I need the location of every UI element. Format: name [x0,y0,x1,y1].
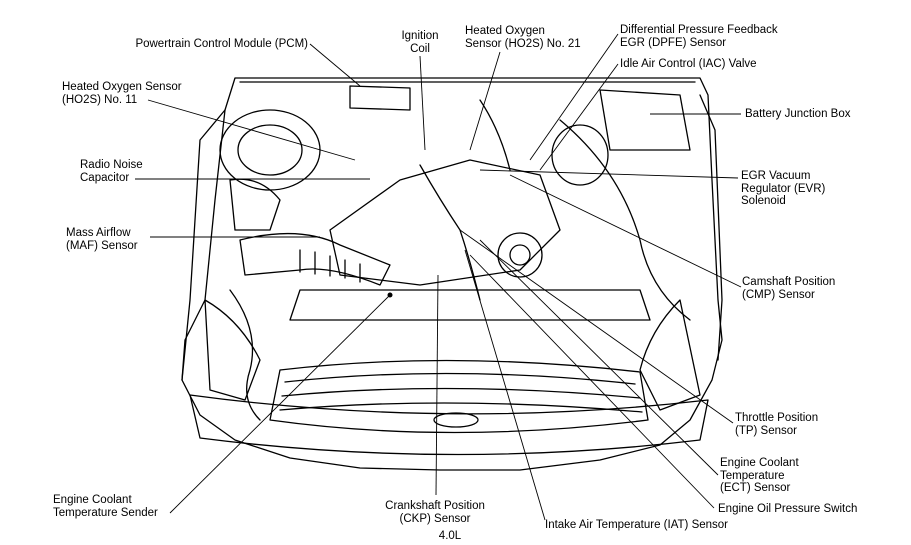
label-radio-noise-capacitor: Radio Noise Capacitor [80,159,180,184]
grille-outer [269,359,649,434]
label-ckp: Crankshaft Position (CKP) Sensor [370,500,500,525]
engine-bay-outline [181,77,723,471]
label-line: Engine Oil Pressure Switch [718,503,858,515]
label-line: Ignition [401,30,439,42]
label-cmp: Camshaft Position (CMP) Sensor [742,276,862,301]
label-line: Differential Pressure Feedback [620,24,778,36]
label-line: Heated Oxygen [465,25,545,37]
air-intake-tube [239,232,391,286]
label-line: Idle Air Control (IAC) Valve [620,58,757,70]
label-ect-sender: Engine Coolant Temperature Sender [53,494,183,519]
radiator-support [289,289,651,321]
label-line: Battery Junction Box [745,108,851,120]
label-dpfe: Differential Pressure Feedback EGR (DPFE… [620,24,810,49]
label-line: Temperature [720,469,785,482]
label-line: Regulator (EVR) [741,182,826,195]
label-line: (MAF) Sensor [66,239,138,252]
label-evr: EGR Vacuum Regulator (EVR) Solenoid [741,170,861,208]
bumper [189,394,709,456]
air-cleaner [219,109,321,191]
left-fender [181,109,226,381]
label-line: (TP) Sensor [735,424,797,437]
label-line: Crankshaft Position [385,500,485,512]
left-wheel-well [204,299,261,401]
coolant-reservoir [551,124,609,186]
pcm-box [349,85,411,111]
label-line: EGR (DPFE) Sensor [620,36,727,49]
label-iac: Idle Air Control (IAC) Valve [620,58,800,71]
label-line: Sensor (HO2S) No. 21 [465,37,581,50]
label-line: (HO2S) No. 11 [62,93,138,106]
fan-hub [497,232,543,278]
label-ignition-coil: Ignition Coil [390,30,450,55]
label-maf: Mass Airflow (MAF) Sensor [66,227,176,252]
label-pcm: Powertrain Control Module (PCM) [100,38,308,51]
label-battery-junction-box: Battery Junction Box [745,108,885,121]
label-line: 4.0L [438,530,462,542]
label-line: Camshaft Position [742,276,836,288]
wiring-harness-left [229,289,261,421]
label-line: (ECT) Sensor [720,482,791,494]
label-line: (CKP) Sensor [399,512,471,525]
label-line: Mass Airflow [66,227,131,239]
label-line: Temperature Sender [53,506,158,519]
label-tp: Throttle Position (TP) Sensor [735,412,855,437]
label-line: Solenoid [741,195,786,207]
label-line: Radio Noise [80,159,143,171]
label-line: EGR Vacuum [741,170,811,182]
label-line: Capacitor [80,171,130,184]
grille-emblem [433,412,479,428]
label-ho2s-21: Heated Oxygen Sensor (HO2S) No. 21 [465,25,605,50]
battery-box [599,89,691,151]
label-line: Engine Coolant [720,457,799,469]
label-iat: Intake Air Temperature (IAT) Sensor [545,519,765,532]
strut-tower-left [229,178,281,231]
label-line: Engine Coolant [53,494,132,506]
label-line: Powertrain Control Module (PCM) [135,38,308,50]
label-line: Throttle Position [735,412,819,424]
label-ho2s-11: Heated Oxygen Sensor (HO2S) No. 11 [62,81,222,106]
label-line: (CMP) Sensor [742,288,815,301]
label-line: Coil [410,42,430,55]
wiring-harness-right [559,119,691,321]
label-oil-pressure-switch: Engine Oil Pressure Switch [718,503,888,516]
right-wheel-well [639,299,701,411]
right-fender [699,94,723,361]
engine-size-caption: 4.0L [425,530,475,543]
label-line: Heated Oxygen Sensor [62,81,182,93]
label-ect-sensor: Engine Coolant Temperature (ECT) Sensor [720,457,830,495]
intake-manifold [329,159,561,286]
label-line: Intake Air Temperature (IAT) Sensor [545,519,729,531]
